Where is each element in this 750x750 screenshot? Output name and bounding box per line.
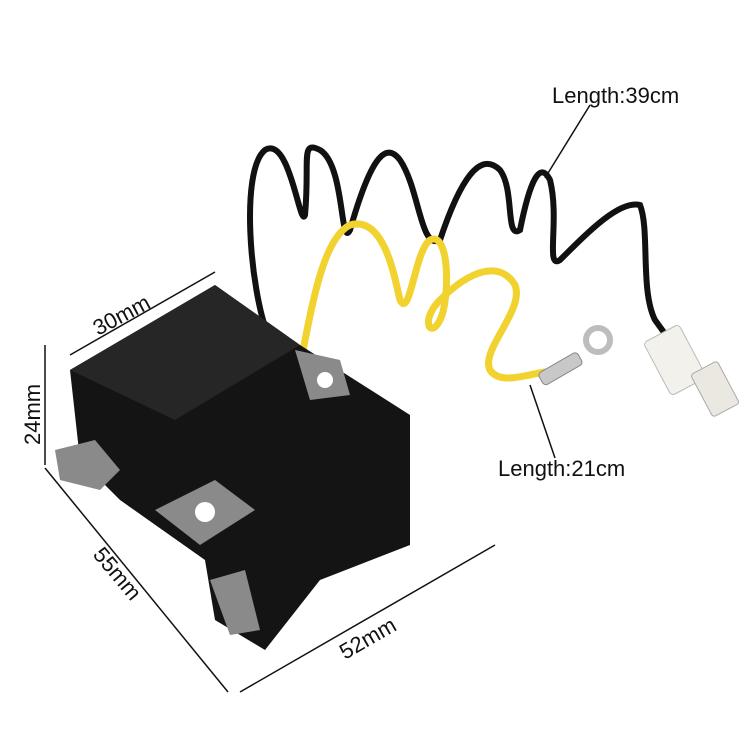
length-dimension-label: 52mm — [335, 612, 400, 664]
yellow-wire-length-label: Length:21cm — [498, 456, 625, 481]
connector-plug — [644, 325, 739, 417]
depth-dimension-label: 55mm — [88, 542, 146, 605]
dimension-lines — [44, 104, 591, 693]
ring-terminal — [538, 325, 613, 386]
height-dimension-label: 24mm — [20, 384, 45, 445]
coil-module-body — [55, 285, 410, 650]
yellow-wire — [294, 220, 549, 382]
black-wire-length-label: Length:39cm — [552, 83, 679, 108]
